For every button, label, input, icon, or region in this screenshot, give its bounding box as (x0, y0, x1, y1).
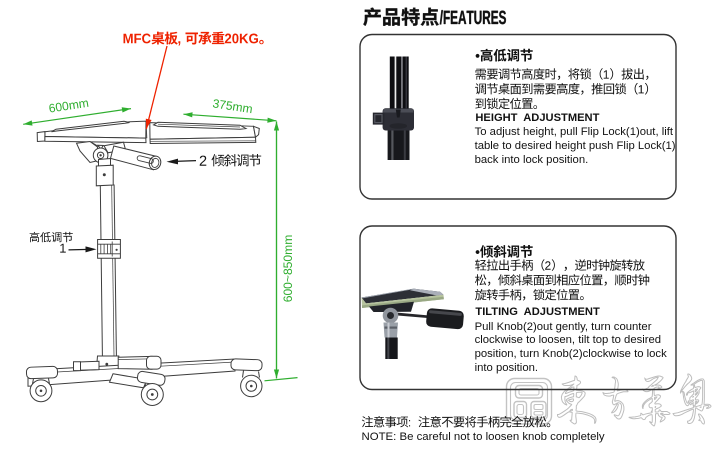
svg-text:375mm: 375mm (212, 96, 254, 116)
svg-text:600mm: 600mm (48, 96, 90, 116)
svg-text:600~850mm: 600~850mm (281, 235, 295, 303)
